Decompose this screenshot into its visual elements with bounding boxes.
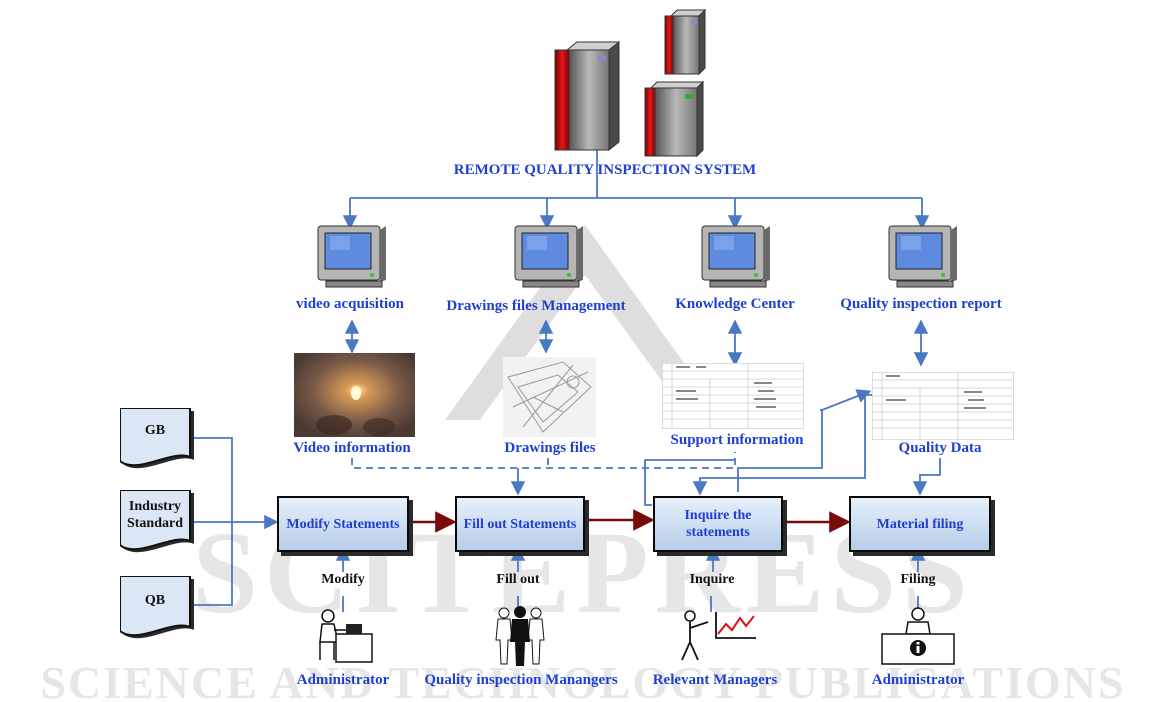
module-label-3: Knowledge Center	[675, 296, 795, 312]
process-fill-out-statements: Fill out Statements	[455, 496, 585, 552]
standard-label: Industry Standard	[126, 499, 184, 531]
process-inquire-statements: Inquire the statements	[653, 496, 783, 552]
video-thumbnail	[294, 353, 415, 437]
action-label-inquire: Inquire	[689, 572, 735, 587]
action-label-modify: Modify	[321, 572, 365, 587]
info-desk-person-icon	[881, 607, 955, 665]
group-of-people-icon	[495, 606, 545, 666]
server-cluster-icon	[554, 8, 707, 158]
info-label-4: Quality Data	[898, 440, 982, 456]
standard-label: QB	[144, 593, 166, 608]
action-label-filing: Filing	[900, 572, 936, 587]
info-label-2: Drawings files	[504, 440, 596, 456]
action-label-fill-out: Fill out	[496, 572, 540, 587]
system-title: REMOTE QUALITY INSPECTION SYSTEM	[453, 162, 757, 178]
module-label-1: video acquisition	[296, 296, 404, 312]
process-material-filing: Material filing	[849, 496, 991, 552]
presenter-chart-icon	[681, 610, 756, 661]
actor-label-administrator-2: Administrator	[871, 672, 965, 688]
support-info-table	[662, 363, 804, 429]
drawing-thumbnail	[503, 357, 596, 437]
actor-label-administrator: Administrator	[296, 672, 390, 688]
info-label-1: Video information	[293, 440, 411, 456]
module-computer-2	[514, 225, 583, 288]
module-label-4: Quality inspection report	[840, 296, 1002, 312]
standard-doc-industry: Industry Standard	[120, 490, 212, 558]
quality-data-table	[872, 372, 1014, 440]
person-at-desk-icon	[319, 609, 373, 663]
standard-doc-qb: QB	[120, 576, 212, 644]
module-computer-1	[317, 225, 386, 288]
actor-label-quality-managers: Quality inspection Manangers	[424, 672, 618, 688]
standard-label: GB	[144, 423, 166, 438]
module-label-2: Drawings files Management	[446, 298, 626, 314]
actor-label-relevant-managers: Relevant Managers	[652, 672, 778, 688]
module-computer-4	[888, 225, 957, 288]
process-modify-statements: Modify Statements	[277, 496, 409, 552]
info-label-3: Support information	[670, 432, 804, 448]
module-computer-3	[701, 225, 770, 288]
standard-doc-gb: GB	[120, 408, 212, 474]
